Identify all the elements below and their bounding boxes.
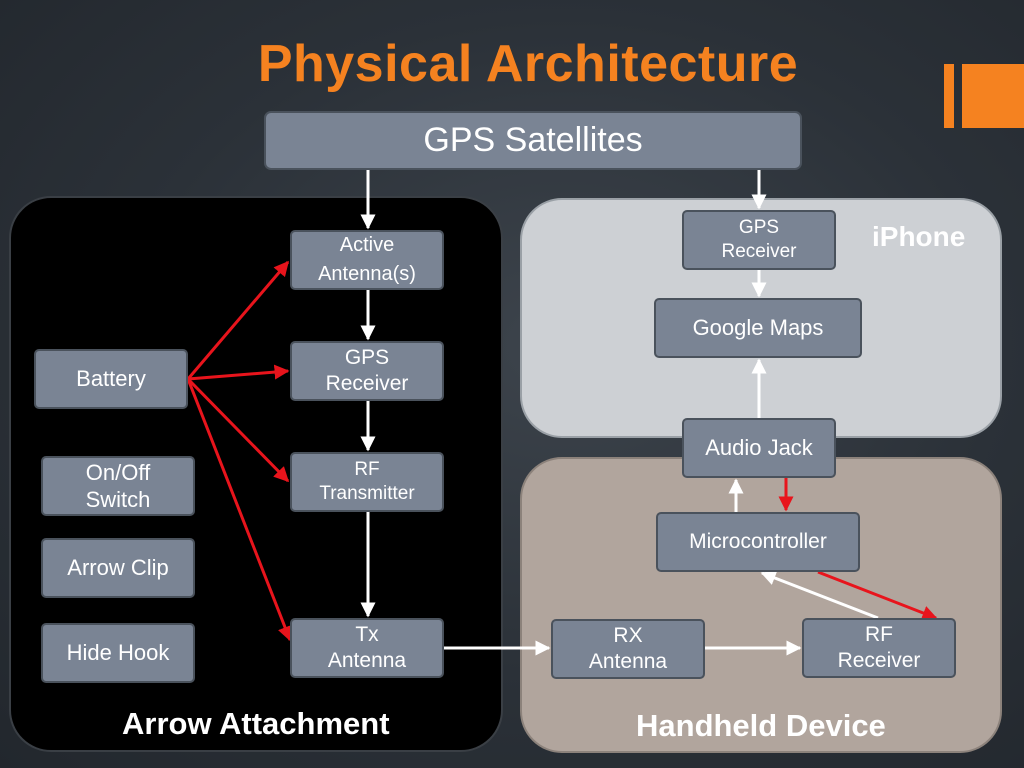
page-title: Physical Architecture <box>257 35 799 93</box>
gps-satellites-label: GPS Satellites <box>423 121 643 160</box>
iphone-gps-receiver-label: GPS Receiver <box>721 217 797 262</box>
on-off-switch-label: On/Off Switch <box>85 459 151 513</box>
active-antenna-box: Active Antenna(s) <box>290 230 444 290</box>
hide-hook-label: Hide Hook <box>66 640 170 666</box>
arrow-gps-receiver-box: GPS Receiver <box>290 341 444 401</box>
link-rf-receiver-to-microcontroller <box>760 570 879 620</box>
rf-transmitter-label: RF Transmitter <box>319 459 415 504</box>
arrow-clip-box: Arrow Clip <box>41 538 195 598</box>
microcontroller-box: Microcontroller <box>656 512 860 572</box>
battery-box: Battery <box>34 349 188 409</box>
iphone-gps-receiver-box: GPS Receiver <box>682 210 836 270</box>
on-off-switch-box: On/Off Switch <box>41 456 195 516</box>
microcontroller-label: Microcontroller <box>689 529 827 553</box>
iphone-label: iPhone <box>872 221 966 252</box>
power-battery-to-rf-transmitter <box>186 377 290 483</box>
accent-bar-thin <box>944 64 954 128</box>
rx-antenna-box: RX Antenna <box>551 619 705 679</box>
audio-jack-label: Audio Jack <box>705 435 813 461</box>
rx-antenna-label: RX Antenna <box>588 623 668 673</box>
arrow-gps-receiver-label: GPS Receiver <box>325 345 409 395</box>
tx-antenna-box: Tx Antenna <box>290 618 444 678</box>
rf-receiver-label: RF Receiver <box>837 622 921 672</box>
battery-label: Battery <box>76 366 146 392</box>
hide-hook-box: Hide Hook <box>41 623 195 683</box>
audio-jack-box: Audio Jack <box>682 418 836 478</box>
arrow-clip-label: Arrow Clip <box>67 555 169 581</box>
rf-transmitter-box: RF Transmitter <box>290 452 444 512</box>
google-maps-label: Google Maps <box>692 315 824 341</box>
gps-satellites-box: GPS Satellites <box>264 111 802 170</box>
power-battery-to-active-antenna <box>186 260 290 380</box>
arrow-attachment-label: Arrow Attachment <box>122 706 390 741</box>
power-battery-to-gps-receiver <box>187 364 290 381</box>
tx-antenna-label: Tx Antenna <box>327 622 407 672</box>
handheld-device-label: Handheld Device <box>636 708 886 743</box>
rf-receiver-box: RF Receiver <box>802 618 956 678</box>
active-antenna-label: Active Antenna(s) <box>318 234 416 285</box>
power-battery-to-tx-antenna <box>186 378 293 642</box>
power-microcontroller-to-rf-receiver <box>817 570 938 621</box>
google-maps-box: Google Maps <box>654 298 862 358</box>
accent-bar-wide <box>962 64 1024 128</box>
